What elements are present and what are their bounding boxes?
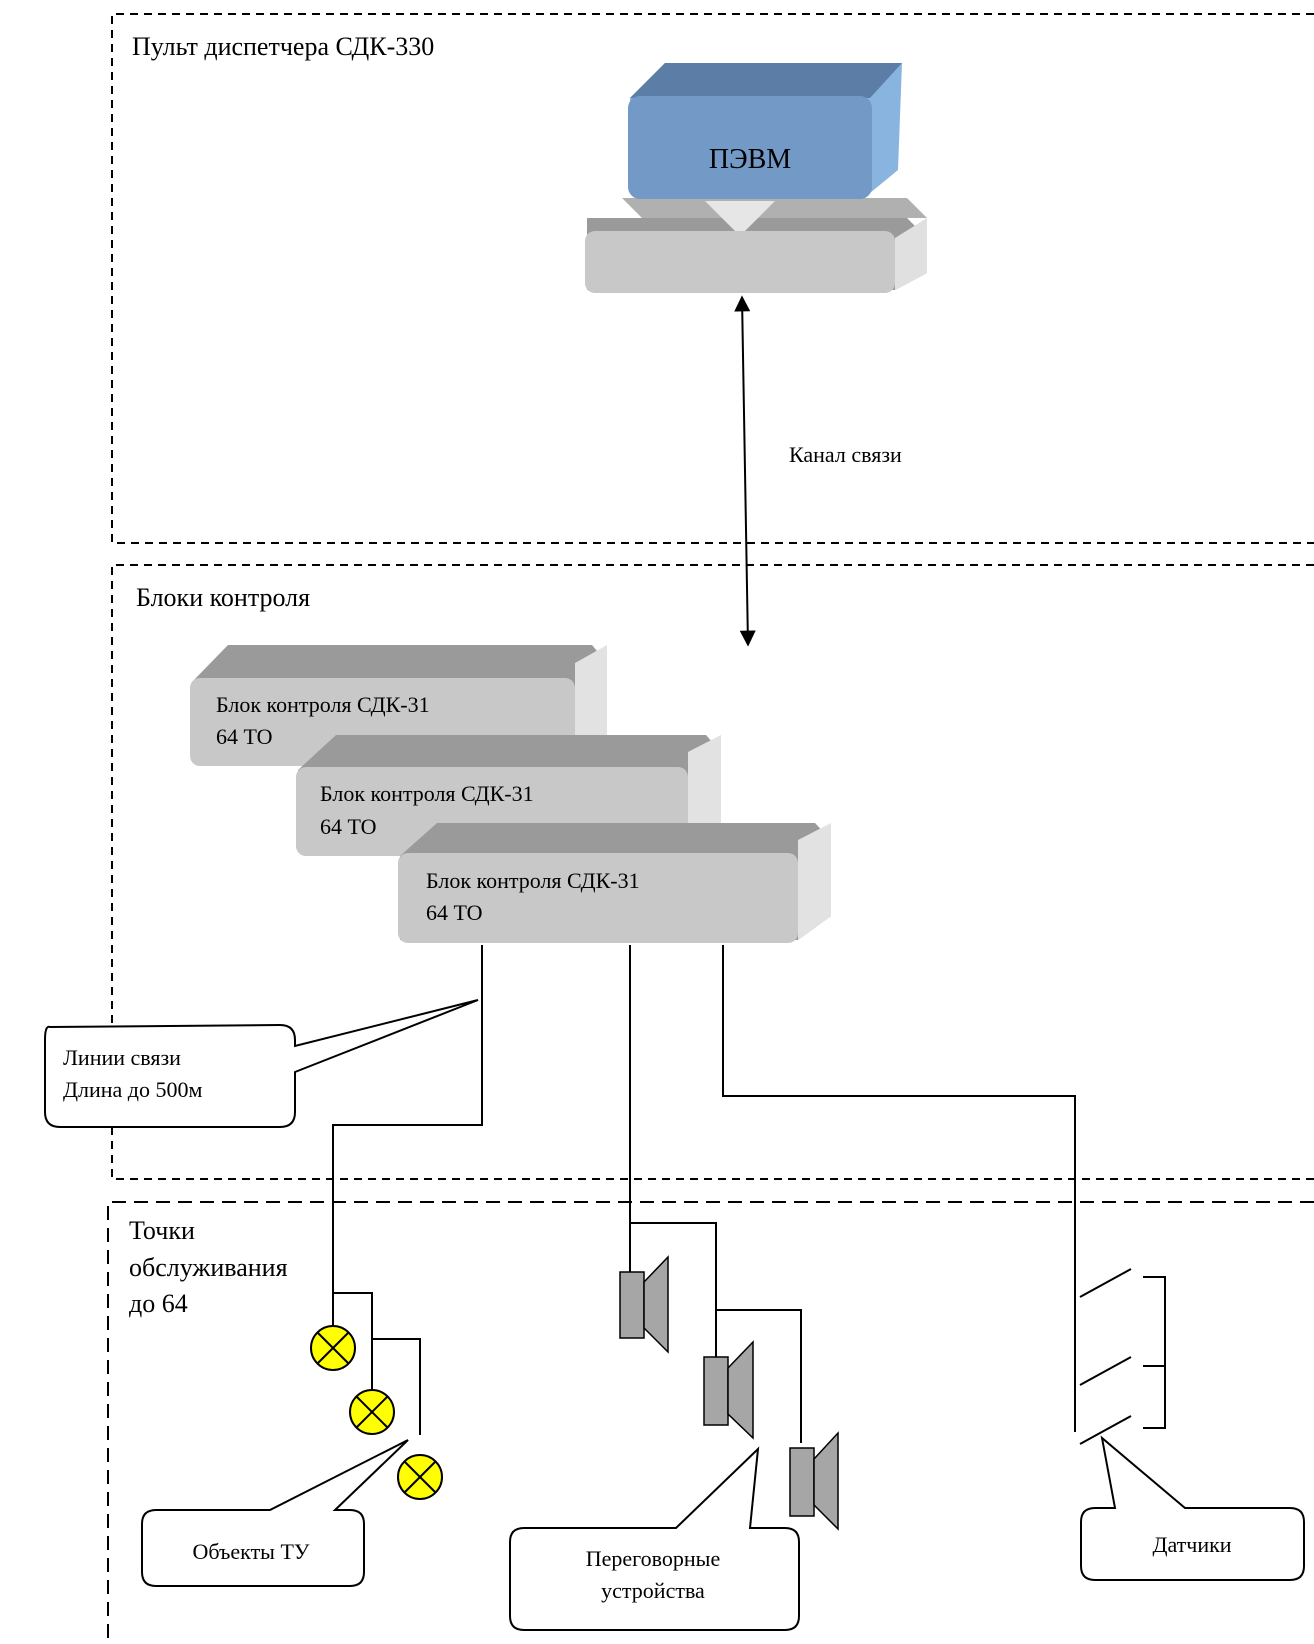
callout-sensors: Датчики (1080, 1435, 1305, 1581)
callout-intercoms: Переговорные устройства (509, 1446, 800, 1631)
callout-intercoms-line1: Переговорные (586, 1546, 720, 1571)
speaker-icon (789, 1431, 839, 1531)
callout-lines-line2: Длина до 500м (63, 1077, 202, 1102)
zone-service-points-title-line1: Точки (129, 1216, 195, 1245)
zone-service-points-frame: Точки обслуживания до 64 (107, 1201, 1314, 1644)
callout-objects: Объекты ТУ (141, 1439, 409, 1587)
lamp-icon (310, 1325, 356, 1371)
control-block-3-capacity: 64 ТО (426, 900, 483, 925)
wiring (332, 945, 1166, 1443)
control-block-2-title: Блок контроля СДК-31 (320, 781, 534, 806)
control-block-1: Блок контроля СДК-31 64 ТО (190, 645, 607, 766)
zone-service-points-title-line3: до 64 (129, 1289, 188, 1318)
zone-dispatcher-title: Пульт диспетчера СДК-330 (132, 32, 434, 61)
callout-sensors-text: Датчики (1152, 1532, 1231, 1557)
channel-arrow (734, 295, 756, 647)
lamp-icon (397, 1454, 443, 1500)
control-block-1-title: Блок контроля СДК-31 (216, 692, 430, 717)
computer-icon: ПЭВМ (585, 63, 927, 293)
callout-lines: Линии связи Длина до 500м (44, 999, 479, 1128)
channel-label: Канал связи (789, 442, 902, 467)
callout-objects-text: Объекты ТУ (193, 1539, 310, 1564)
callout-lines-line1: Линии связи (63, 1045, 181, 1070)
lamp-icon (349, 1389, 395, 1435)
speaker-icon (703, 1340, 754, 1440)
computer-label: ПЭВМ (709, 144, 791, 175)
control-block-2-capacity: 64 ТО (320, 814, 377, 839)
zone-blocks-frame: Блоки контроля (111, 564, 1314, 1180)
zone-blocks-title: Блоки контроля (136, 583, 310, 612)
zone-service-points-title-line2: обслуживания (129, 1253, 288, 1282)
zone-dispatcher-frame: Пульт диспетчера СДК-330 (111, 13, 1314, 544)
callout-intercoms-line2: устройства (601, 1578, 705, 1603)
control-block-1-capacity: 64 ТО (216, 724, 273, 749)
control-block-3-title: Блок контроля СДК-31 (426, 868, 640, 893)
switch-icon (1079, 1268, 1132, 1445)
control-block-3: Блок контроля СДК-31 64 ТО (398, 823, 831, 943)
speaker-icon (619, 1255, 669, 1354)
